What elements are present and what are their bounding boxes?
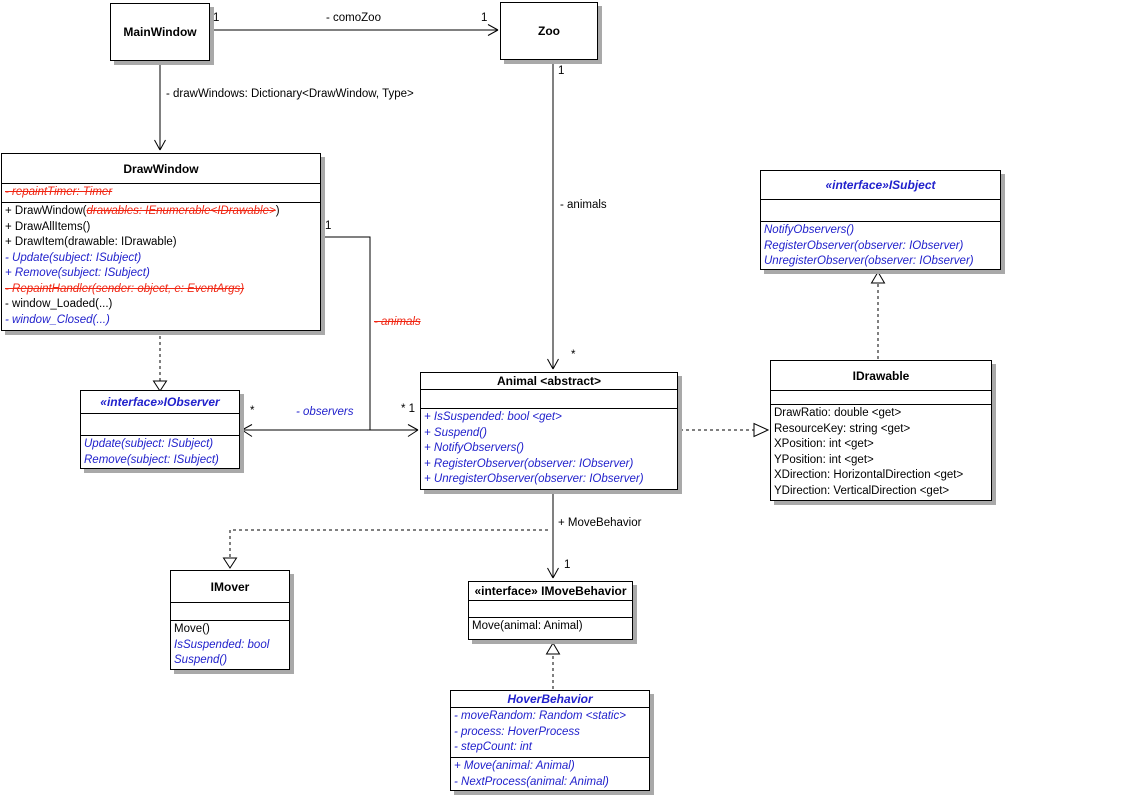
methods-section: Move(animal: Animal) — [469, 617, 632, 639]
class-title-iobserver: «interface»IObserver — [100, 395, 220, 409]
class-title-drawwindow: DrawWindow — [123, 161, 199, 176]
class-title-imover: IMover — [210, 579, 250, 594]
member-row: RegisterObserver(observer: IObserver) — [764, 239, 964, 252]
member-row: XDirection: HorizontalDirection <get> — [774, 469, 964, 481]
member-row: - process: HoverProcess — [454, 725, 580, 738]
connector-idrawable-implements-isubject[interactable] — [870, 271, 886, 359]
member-row: Suspend() — [174, 654, 228, 666]
methods-section: DrawRatio: double <get> ResourceKey: stri… — [771, 404, 991, 500]
member-row: + Move(animal: Animal) — [454, 760, 575, 772]
member-row: NotifyObservers() — [764, 224, 855, 236]
role-label-animals-removed: - animals — [374, 316, 421, 328]
member-row: + Suspend() — [424, 426, 487, 439]
member-row: Move(animal: Animal) — [472, 620, 583, 632]
member-row: + DrawWindow(drawables: IEnumerable<IDra… — [5, 205, 280, 217]
role-label-animals: - animals — [560, 199, 607, 211]
multiplicity-zoo-animals: 1 — [558, 65, 565, 77]
class-drawwindow[interactable]: DrawWindow - repaintTimer: Timer + DrawW… — [1, 153, 321, 331]
connector-zoo-animal[interactable] — [547, 60, 559, 370]
class-isubject[interactable]: «interface»ISubject NotifyObservers() Reg… — [760, 170, 1001, 270]
class-zoo[interactable]: Zoo — [500, 2, 598, 60]
member-row: ResourceKey: string <get> — [774, 422, 911, 435]
connector-animal-iobserver[interactable] — [241, 424, 418, 437]
member-row: - window_Closed(...) — [5, 313, 110, 326]
member-row: + Remove(subject: ISubject) — [5, 267, 150, 279]
connector-mainwindow-zoo[interactable] — [210, 24, 499, 36]
class-title-animal: Animal <abstract> — [496, 374, 602, 388]
member-row: Move() — [174, 623, 210, 635]
member-row: + UnregisterObserver(observer: IObserver… — [424, 473, 644, 485]
class-title-isubject: «interface»ISubject — [825, 178, 936, 192]
connector-drawwindow-implements-iobserver[interactable] — [152, 330, 168, 392]
role-label-comozoo: - comoZoo — [326, 12, 381, 24]
class-title-zoo: Zoo — [538, 24, 560, 38]
attributes-section: - moveRandom: Random <static> - process: … — [451, 707, 649, 757]
class-hoverbehavior[interactable]: HoverBehavior - moveRandom: Random <stat… — [450, 690, 650, 791]
class-imovebehavior[interactable]: «interface» IMoveBehavior Move(animal: A… — [468, 581, 633, 640]
member-row: + NotifyObservers() — [424, 442, 525, 454]
class-title-hoverbehavior: HoverBehavior — [507, 692, 593, 706]
member-row: + IsSuspended: bool <get> — [424, 411, 562, 423]
methods-section: + IsSuspended: bool <get> + Suspend() + No… — [421, 408, 677, 489]
member-row: DrawRatio: double <get> — [774, 407, 902, 419]
member-row: + DrawItem(drawable: IDrawable) — [5, 236, 177, 248]
class-iobserver[interactable]: «interface»IObserver Update(subject: ISu… — [80, 390, 240, 469]
member-row: IsSuspended: bool — [174, 638, 270, 651]
multiplicity-animal-top: * — [571, 349, 576, 361]
member-row: - moveRandom: Random <static> — [454, 710, 626, 722]
multiplicity-animal-left: * 1 — [401, 403, 416, 415]
class-title-imovebehavior: «interface» IMoveBehavior — [474, 584, 627, 598]
member-row: YPosition: int <get> — [774, 453, 874, 466]
attributes-section — [771, 390, 991, 404]
member-row: - RepaintHandler(sender: object, e: Even… — [5, 282, 245, 295]
member-row: - window_Loaded(...) — [5, 298, 113, 310]
methods-section: NotifyObservers() RegisterObserver(observ… — [761, 221, 1000, 269]
connector-animal-implements-imover[interactable] — [222, 529, 549, 569]
class-animal[interactable]: Animal <abstract> + IsSuspended: bool <g… — [420, 372, 678, 490]
connector-animal-imovebehavior[interactable] — [547, 491, 559, 579]
attributes-section — [421, 389, 677, 408]
methods-section: + Move(animal: Animal) - NextProcess(anim… — [451, 757, 649, 790]
role-label-drawwindows: - drawWindows: Dictionary<DrawWindow, Ty… — [166, 88, 414, 100]
member-row: - stepCount: int — [454, 741, 532, 753]
attributes-section — [469, 600, 632, 617]
member-row: Update(subject: ISubject) — [84, 438, 214, 450]
connector-hoverbehavior-implements-imovebehavior[interactable] — [545, 642, 561, 689]
multiplicity-movebehavior: 1 — [564, 559, 571, 571]
member-row: YDirection: VerticalDirection <get> — [774, 484, 950, 497]
methods-section: Update(subject: ISubject) Remove(subject:… — [81, 435, 239, 468]
attributes-section: - repaintTimer: Timer — [2, 183, 320, 202]
connector-mainwindow-drawwindow[interactable] — [154, 61, 166, 151]
multiplicity-observer: * — [250, 405, 255, 417]
member-row: + DrawAllItems() — [5, 220, 91, 233]
member-row: UnregisterObserver(observer: IObserver) — [764, 255, 974, 267]
member-row: Remove(subject: ISubject) — [84, 453, 219, 466]
multiplicity-zoo: 1 — [481, 12, 488, 24]
multiplicity-drawwindow: 1 — [325, 220, 332, 232]
member-row: - NextProcess(animal: Animal) — [454, 775, 609, 788]
role-label-observers: - observers — [296, 406, 354, 418]
attributes-section — [761, 199, 1000, 221]
member-row: - repaintTimer: Timer — [5, 186, 113, 198]
class-title-mainwindow: MainWindow — [123, 25, 197, 39]
member-row: + RegisterObserver(observer: IObserver) — [424, 457, 634, 470]
attributes-section — [171, 602, 289, 620]
member-row: XPosition: int <get> — [774, 438, 874, 450]
class-idrawable[interactable]: IDrawable DrawRatio: double <get> Resourc… — [770, 360, 992, 501]
class-title-idrawable: IDrawable — [852, 368, 910, 383]
multiplicity-mainwindow: 1 — [213, 12, 220, 24]
class-mainwindow[interactable]: MainWindow — [110, 3, 210, 61]
attributes-section — [81, 413, 239, 435]
role-label-movebehavior: + MoveBehavior — [558, 517, 642, 529]
connector-animal-implements-idrawable[interactable] — [680, 422, 770, 438]
methods-section: + DrawWindow(drawables: IEnumerable<IDra… — [2, 202, 320, 330]
member-row: - Update(subject: ISubject) — [5, 251, 142, 264]
